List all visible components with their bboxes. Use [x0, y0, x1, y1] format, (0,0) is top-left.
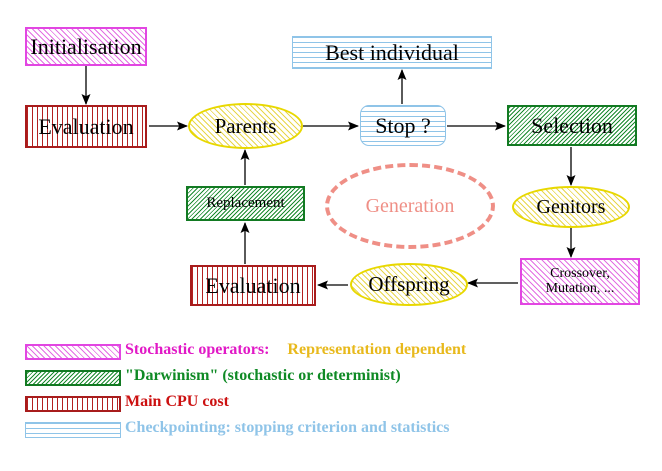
node-offspring[interactable]: Offspring — [350, 263, 468, 306]
node-generation-label: Generation — [365, 194, 455, 217]
node-stop[interactable]: Stop ? — [360, 105, 446, 146]
node-best-individual[interactable]: Best individual — [292, 36, 492, 69]
node-parents-label: Parents — [214, 113, 277, 138]
node-replacement[interactable]: Replacement — [186, 186, 305, 221]
node-stop-label: Stop ? — [375, 112, 431, 138]
legend-text-darwinism: "Darwinism" (stochastic or determinist) — [125, 367, 401, 384]
legend-swatch-vertical-red — [25, 396, 121, 412]
legend-swatch-diagonal-magenta — [25, 344, 121, 360]
node-genitors[interactable]: Genitors — [512, 186, 630, 228]
node-evaluation-bottom-label: Evaluation — [205, 272, 301, 298]
legend-text-cpu-cost: Main CPU cost — [125, 393, 229, 410]
node-crossover-label-line2: Mutation, ... — [545, 280, 615, 296]
node-evaluation-top-label: Evaluation — [38, 113, 134, 139]
node-evaluation-bottom[interactable]: Evaluation — [190, 265, 316, 306]
node-replacement-label: Replacement — [206, 194, 285, 211]
node-parents[interactable]: Parents — [188, 103, 303, 149]
legend-swatch-diagonal-green — [25, 370, 121, 386]
node-initialisation-label: Initialisation — [30, 33, 142, 59]
node-selection[interactable]: Selection — [507, 105, 637, 146]
node-best-individual-label: Best individual — [325, 39, 459, 65]
legend-text-checkpointing: Checkpointing: stopping criterion and st… — [125, 419, 450, 436]
node-initialisation[interactable]: Initialisation — [25, 27, 147, 66]
legend-stochastic-secondary: Representation dependent — [287, 341, 467, 358]
legend-text-stochastic: Stochastic operators: Representation dep… — [125, 341, 466, 359]
node-generation: Generation — [325, 163, 495, 249]
node-selection-label: Selection — [531, 112, 613, 138]
node-crossover-label-line1: Crossover, — [550, 265, 610, 281]
node-genitors-label: Genitors — [536, 195, 606, 218]
node-evaluation-top[interactable]: Evaluation — [25, 105, 147, 148]
node-crossover-mutation[interactable]: Crossover, Mutation, ... — [520, 258, 640, 305]
legend-swatch-horizontal-blue — [25, 422, 121, 438]
legend-stochastic-primary: Stochastic operators: — [125, 341, 270, 358]
node-offspring-label: Offspring — [368, 272, 450, 297]
